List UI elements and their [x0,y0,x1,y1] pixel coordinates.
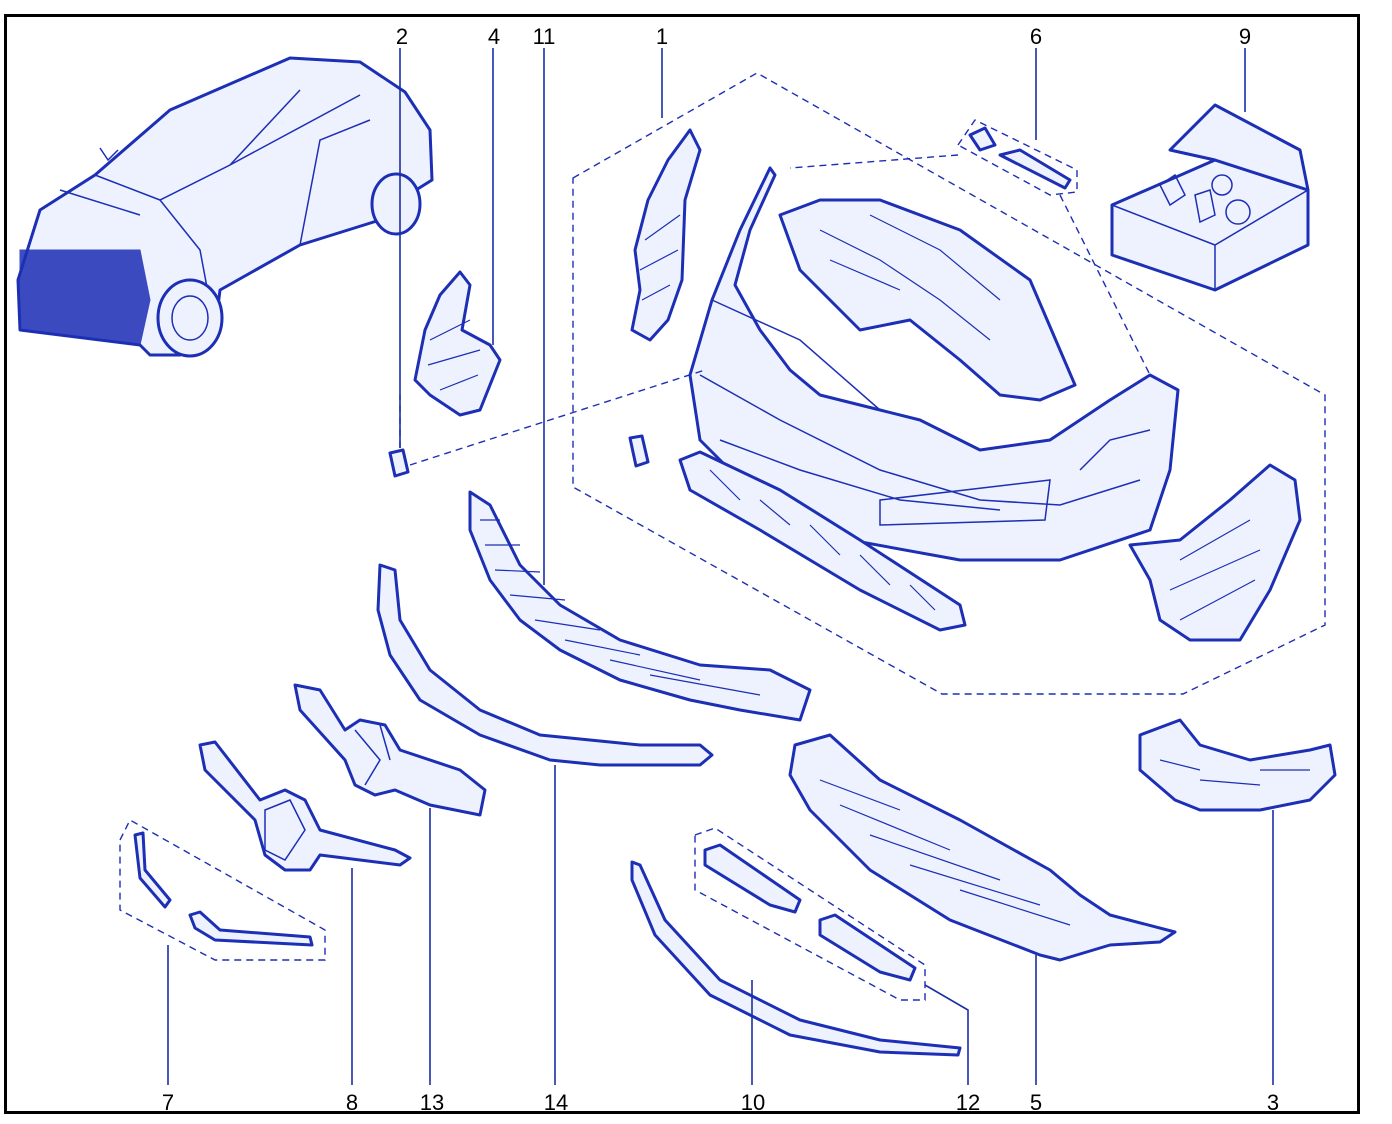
label-7: 7 [162,1090,174,1115]
part-12-reinforcement-b [818,913,917,982]
part-4-bracket [413,270,502,417]
label-10: 10 [741,1090,765,1115]
label-11: 11 [533,24,556,49]
part-8-grille-frame [198,740,412,872]
label-5: 5 [1030,1090,1042,1115]
part-1-bracket [630,128,702,342]
part-2-clip [388,448,410,478]
label-8: 8 [346,1090,358,1115]
lower-beam [678,450,967,632]
label-12: 12 [956,1090,980,1115]
group-outline-12 [694,827,926,1001]
part-3-side-deflector [1138,718,1337,812]
part-14-trim-strip [376,563,714,767]
label-9: 9 [1239,24,1251,49]
part-13-grille [293,683,487,817]
part-7-trim-left [133,831,172,909]
label-3: 3 [1267,1090,1279,1115]
part-12-reinforcement-a [703,843,802,914]
label-14: 14 [544,1090,568,1115]
group-outline-6 [956,119,1078,196]
upper-support [778,198,1077,402]
bumper-cover [688,166,1180,562]
part-10-lower-strip [630,860,962,1057]
leader-lines [167,48,1274,1085]
car-overview [16,56,434,358]
part-6-clips [968,126,1072,190]
label-2: 2 [396,24,408,49]
part-7-trim-right [188,910,314,947]
label-13: 13 [420,1090,444,1115]
label-1: 1 [656,24,668,49]
part-9-kit-box [1110,103,1310,292]
label-6: 6 [1030,24,1042,49]
label-4: 4 [488,24,500,49]
right-bracket [1128,463,1302,642]
small-clip [628,434,650,468]
part-5-undertray [788,733,1177,962]
part-11-grille-mesh [468,490,812,722]
part-numbers: 2 4 11 1 6 9 7 8 13 14 10 12 5 3 [162,24,1279,1115]
group-outline-7 [119,819,326,961]
